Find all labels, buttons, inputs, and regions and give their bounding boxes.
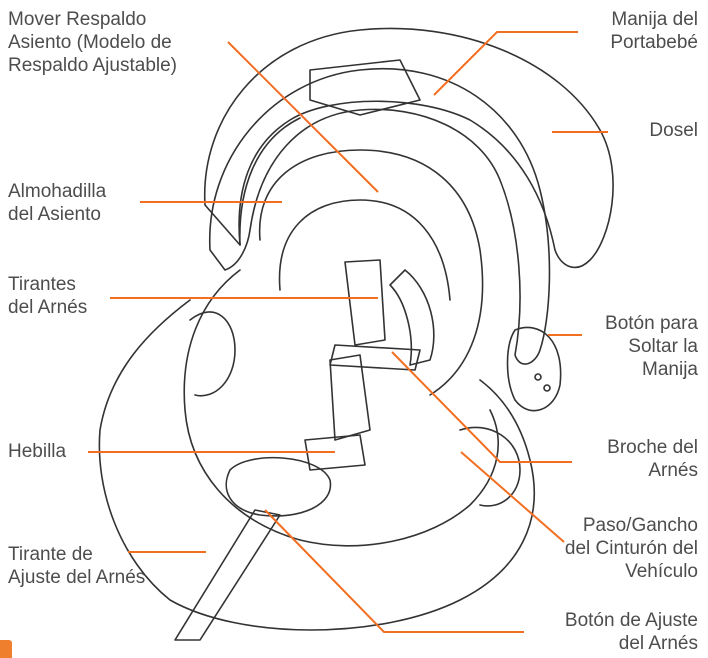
corner-tab	[0, 640, 12, 658]
leader-adjust-button	[265, 510, 524, 632]
canopy-outline	[205, 28, 613, 267]
label-adjust-strap: Tirante de Ajuste del Arnés	[8, 543, 145, 589]
seat-pad-inner	[280, 200, 450, 300]
label-canopy: Dosel	[649, 119, 698, 142]
label-handle-release: Botón para Soltar la Manija	[605, 312, 698, 381]
handle-hub	[508, 327, 561, 410]
crotch-pad	[226, 458, 330, 516]
seat-wing-right	[460, 427, 520, 506]
strap-right	[390, 270, 434, 365]
leader-lines	[88, 32, 608, 632]
label-carry-handle: Manija del Portabebé	[610, 8, 698, 54]
car-seat-illustration	[99, 28, 613, 640]
seat-back	[260, 150, 483, 395]
label-seat-pad: Almohadilla del Asiento	[8, 180, 106, 226]
label-adjust-button: Botón de Ajuste del Arnés	[565, 609, 698, 655]
label-chest-clip: Broche del Arnés	[607, 436, 698, 482]
label-seat-back-adjust: Mover Respaldo Asiento (Modelo de Respal…	[8, 8, 177, 77]
label-buckle: Hebilla	[8, 440, 66, 463]
hub-dot-2	[544, 385, 550, 391]
hub-dot-1	[535, 374, 541, 380]
label-belt-guide: Paso/Gancho del Cinturón del Vehículo	[565, 514, 698, 583]
leader-carry-handle	[434, 32, 578, 95]
label-harness-straps: Tirantes del Arnés	[8, 273, 87, 319]
strap-left	[345, 260, 385, 345]
shell-rim	[184, 270, 498, 546]
